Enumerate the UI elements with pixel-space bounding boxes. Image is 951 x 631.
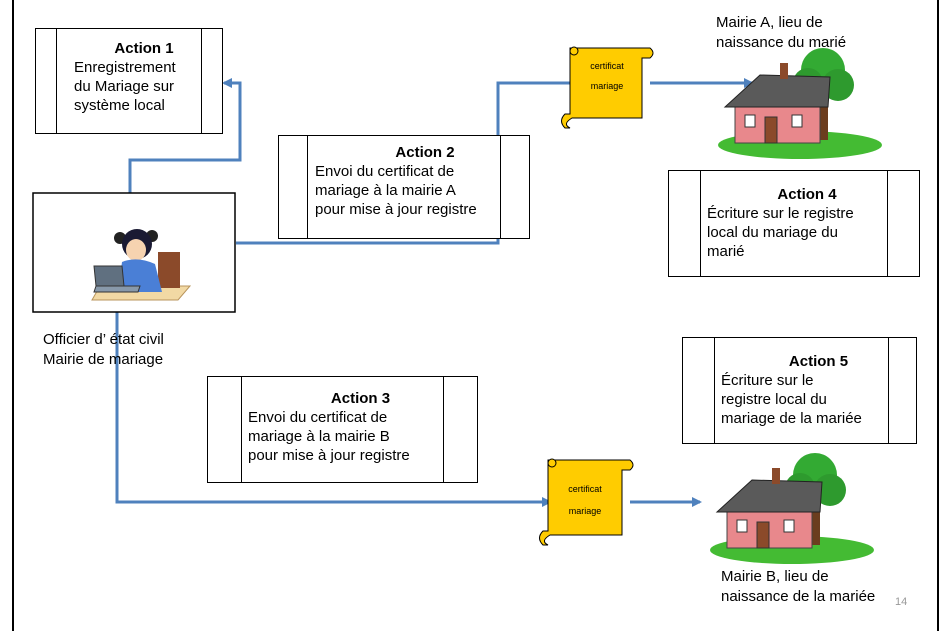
slide-border-right — [937, 0, 939, 631]
scroll-top-line2: mariage — [590, 81, 624, 91]
certificate-scroll-top-icon — [561, 46, 654, 129]
action-4-line-1: Écriture sur le registre — [707, 205, 854, 222]
mairie-b-label-line-2: naissance de la mariée — [721, 588, 876, 605]
action-1-line-3: système local — [74, 97, 165, 114]
officer-label-line-2: Mairie de mariage — [43, 351, 164, 368]
mairie-a-label-line-2: naissance du marié — [716, 34, 847, 51]
mairie-a-label-line-1: Mairie A, lieu de — [716, 14, 823, 31]
mairie-b-label: Mairie B, lieu de naissance de la mariée — [721, 567, 875, 607]
action-1-title: Action 1 — [114, 40, 174, 57]
officer-label-line-1: Officier d’ état civil — [43, 331, 164, 348]
action-1-box: Action 1 Enregistrement du Mariage sur s… — [35, 28, 223, 134]
action-3-box: Action 3 Envoi du certificat de mariage … — [207, 376, 478, 483]
officer-illustration — [32, 192, 236, 313]
action-2-line-3: pour mise à jour registre — [315, 201, 477, 218]
scroll-top-text: certificat mariage — [572, 56, 642, 96]
page-number: 14 — [895, 596, 908, 608]
action-1-line-1: Enregistrement — [74, 59, 176, 76]
house-b-illustration — [710, 453, 874, 564]
action-2-line-2: mariage à la mairie A — [315, 182, 456, 199]
action-5-line-1: Écriture sur le — [721, 372, 814, 389]
action-5-line-3: mariage de la mariée — [721, 410, 862, 427]
action-1-line-2: du Mariage sur — [74, 78, 175, 95]
action-4-title: Action 4 — [777, 186, 837, 203]
action-2-title: Action 2 — [395, 144, 455, 161]
mairie-a-label: Mairie A, lieu de naissance du marié — [716, 13, 846, 53]
action-4-line-2: local du mariage du — [707, 224, 838, 241]
action-4-box: Action 4 Écriture sur le registre local … — [668, 170, 920, 277]
house-a-illustration — [718, 48, 882, 159]
slide-border-left — [12, 0, 14, 631]
action-3-line-2: mariage à la mairie B — [248, 428, 390, 445]
scroll-bottom-line2: mariage — [568, 506, 602, 516]
action-2-box: Action 2 Envoi du certificat de mariage … — [278, 135, 530, 239]
action-5-title: Action 5 — [788, 353, 849, 370]
arrow-to-mairie-b — [115, 312, 552, 507]
action-3-line-3: pour mise à jour registre — [248, 447, 410, 464]
scroll-bottom-line1: certificat — [568, 484, 602, 494]
scroll-bottom-text: certificat mariage — [550, 478, 620, 522]
action-3-line-1: Envoi du certificat de — [248, 409, 388, 426]
officer-label: Officier d’ état civil Mairie de mariage — [43, 330, 164, 370]
certificate-scroll-bottom-icon — [539, 458, 634, 546]
action-5-line-2: registre local du — [721, 391, 827, 408]
action-3-title: Action 3 — [330, 390, 391, 407]
action-5-box: Action 5 Écriture sur le registre local … — [682, 337, 917, 444]
arrow-to-action1 — [128, 78, 242, 193]
mairie-b-label-line-1: Mairie B, lieu de — [721, 568, 829, 585]
scroll-top-line1: certificat — [590, 61, 624, 71]
action-2-line-1: Envoi du certificat de — [315, 163, 455, 180]
action-4-line-3: marié — [707, 243, 745, 260]
